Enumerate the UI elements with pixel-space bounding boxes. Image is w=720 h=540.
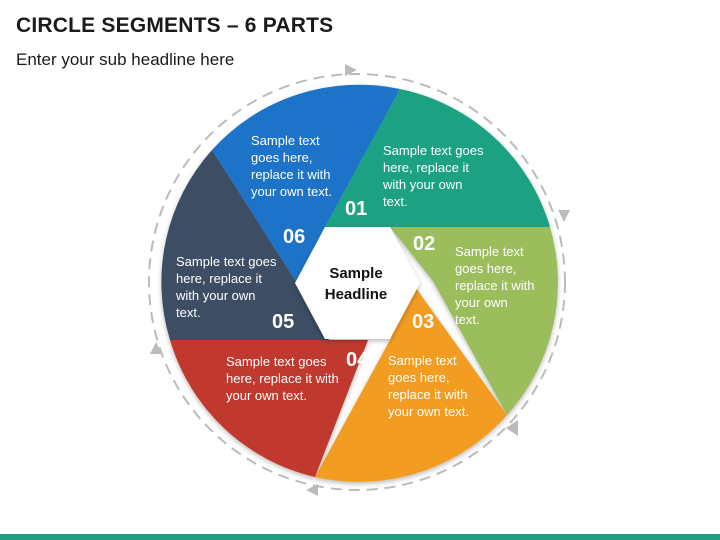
dashed-orbit-ring: [148, 73, 566, 491]
segment-06: [212, 84, 400, 283]
page-title: CIRCLE SEGMENTS – 6 PARTS: [16, 14, 334, 37]
segment-06-text: Sample text goes here, replace it with y…: [251, 133, 332, 199]
segment-02-number: 02: [413, 233, 436, 255]
segment-03-number: 03: [412, 311, 435, 333]
bottom-accent-bar: [0, 534, 720, 540]
segment-01-text: Sample text goes here, replace it with y…: [383, 143, 484, 209]
center-headline: Sample Headline: [311, 263, 401, 305]
center-headline-line2: Headline: [324, 286, 388, 303]
segment-02: [390, 227, 558, 415]
orbit-arrow-icon: [506, 420, 518, 436]
segment-05-number: 05: [272, 311, 295, 333]
segment-03: [315, 284, 507, 482]
center-hexagon: [295, 227, 420, 339]
orbit-arrow-icon: [306, 484, 318, 496]
orbit-arrow-icon: [345, 64, 357, 76]
center-headline-line1: Sample: [329, 265, 383, 282]
segment-04-text: Sample text goes here, replace it with y…: [226, 354, 339, 403]
segment-04: [170, 340, 368, 477]
segment-04-number: 04: [346, 349, 369, 371]
segment-01-number: 01: [345, 198, 368, 220]
page-subtitle: Enter your sub headline here: [16, 50, 235, 69]
segment-05: [161, 150, 329, 340]
segment-05-text: Sample text goes here, replace it with y…: [176, 254, 277, 320]
segment-03-text: Sample text goes here, replace it with y…: [388, 353, 469, 419]
segment-06-number: 06: [283, 226, 306, 248]
orbit-arrow-icon: [150, 342, 162, 354]
orbit-arrow-icon: [558, 210, 570, 222]
segment-02-text: Sample text goes here, replace it with y…: [455, 244, 535, 327]
